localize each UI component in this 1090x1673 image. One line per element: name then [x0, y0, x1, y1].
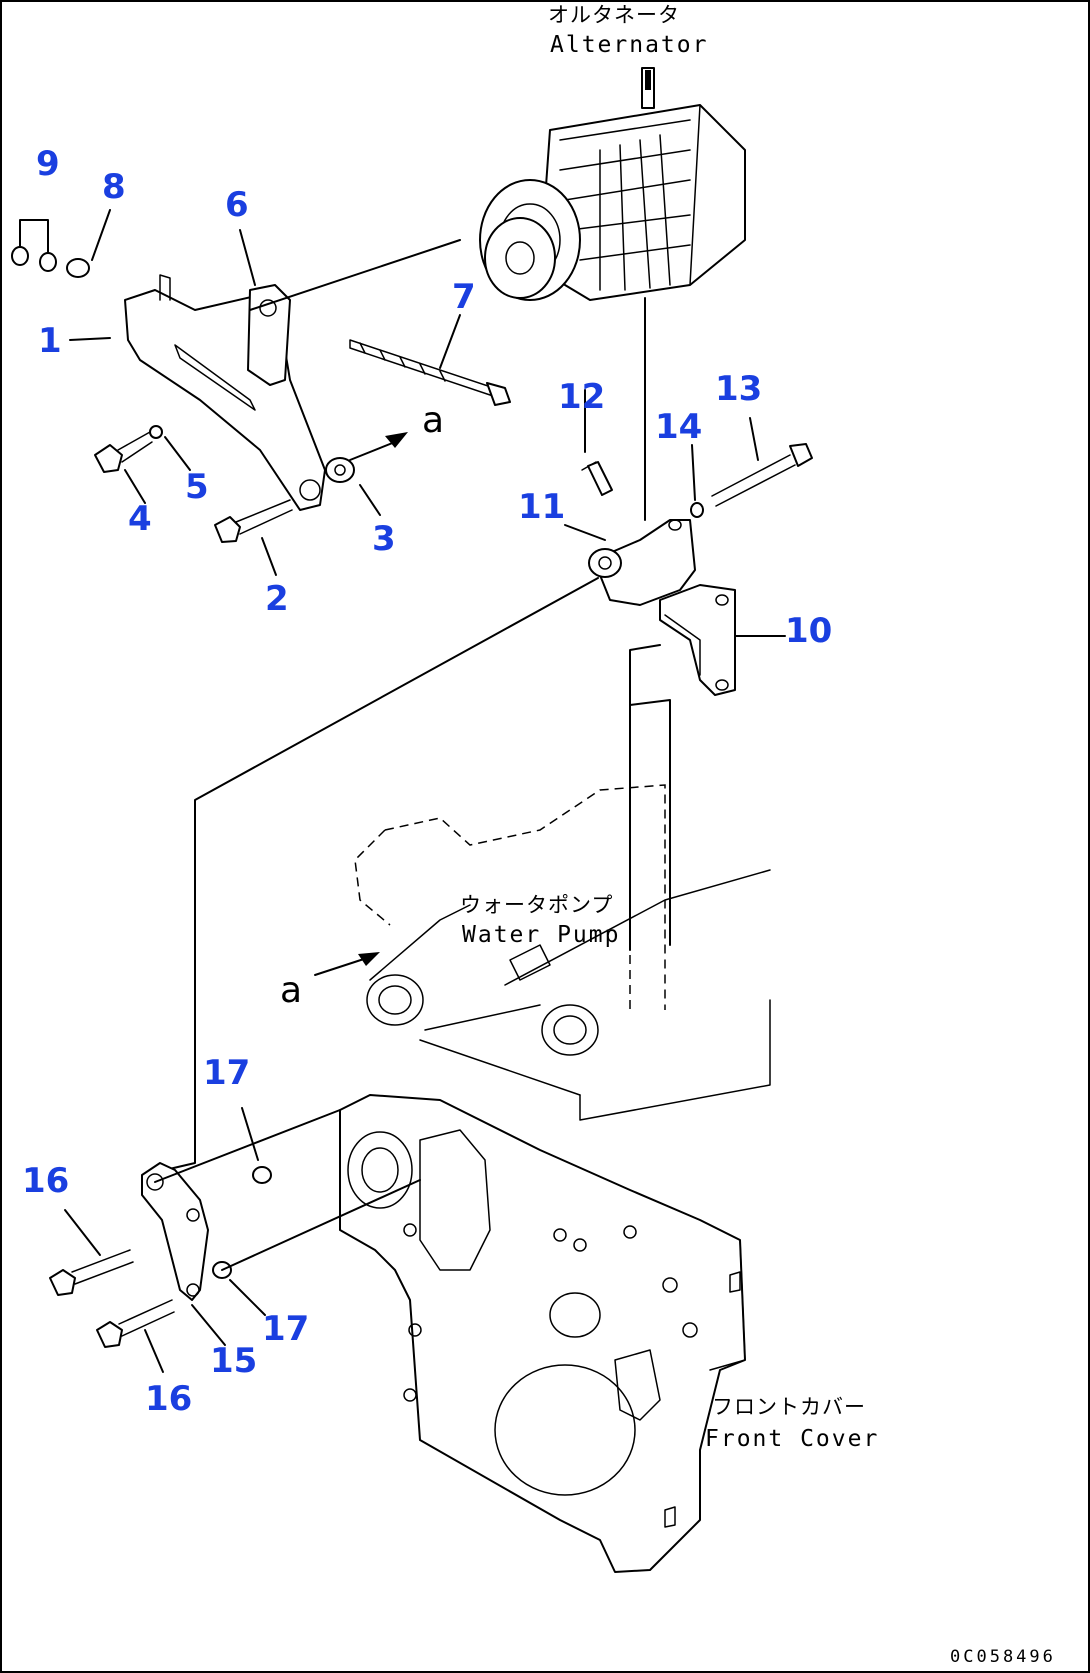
leader-3 [359, 484, 381, 516]
callout-2[interactable]: 2 [265, 579, 289, 619]
callout-10[interactable]: 10 [785, 611, 832, 651]
callout-6[interactable]: 6 [225, 185, 249, 225]
water-pump-label-jp: ウォータポンプ [460, 893, 613, 917]
callout-3[interactable]: 3 [372, 519, 396, 559]
leader-8 [91, 209, 111, 261]
alternator-label-en: Alternator [550, 32, 708, 58]
leader-11 [564, 524, 606, 541]
callout-4[interactable]: 4 [128, 499, 152, 539]
callout-13[interactable]: 13 [715, 369, 762, 409]
lower-bracket-drawing [49, 1162, 272, 1348]
leader-16b [144, 1329, 164, 1373]
callout-17-top[interactable]: 17 [203, 1053, 250, 1093]
callout-17-bottom[interactable]: 17 [262, 1309, 309, 1349]
callout-7[interactable]: 7 [452, 277, 476, 317]
alternator-drawing [479, 67, 746, 301]
leader-17a [241, 1107, 259, 1161]
leader-6 [239, 229, 256, 286]
leader-7 [439, 314, 461, 369]
alternator-label-jp: オルタネータ [548, 3, 680, 27]
leader-5 [164, 436, 191, 471]
leader-16a [64, 1209, 101, 1256]
callout-15[interactable]: 15 [210, 1341, 257, 1381]
ref-a-bottom: a [280, 970, 302, 1011]
callout-14[interactable]: 14 [655, 407, 702, 447]
ref-a-arrow-bottom [314, 956, 371, 976]
callout-5[interactable]: 5 [185, 467, 209, 507]
callout-11[interactable]: 11 [518, 487, 565, 527]
callout-1[interactable]: 1 [38, 321, 62, 361]
front-cover-label-jp: フロントカバー [712, 1395, 866, 1419]
ref-a-top: a [422, 400, 444, 441]
bracket-drawing [11, 219, 511, 543]
drawing-code: 0C058496 [950, 1647, 1056, 1667]
callout-9[interactable]: 9 [36, 144, 60, 184]
callout-8[interactable]: 8 [102, 167, 126, 207]
water-pump-label-en: Water Pump [462, 922, 620, 948]
adjust-bracket-drawing [581, 443, 813, 696]
leader-1 [69, 337, 111, 341]
route-line-17 [154, 1109, 341, 1183]
alt-leader-1 [249, 239, 461, 311]
callout-16-bottom[interactable]: 16 [145, 1379, 192, 1419]
front-cover-label-en: Front Cover [705, 1426, 879, 1452]
callouts: 1 2 3 4 5 6 7 8 9 10 11 12 13 14 15 16 1… [22, 144, 832, 1419]
leader-15 [191, 1304, 226, 1346]
route-line-17b [221, 1179, 421, 1271]
leader-14 [691, 444, 696, 501]
callout-12[interactable]: 12 [558, 377, 605, 417]
front-cover-drawing [339, 1094, 746, 1573]
water-pump-drawing [354, 784, 771, 1121]
leader-2 [261, 537, 277, 576]
route-line-left [164, 577, 599, 1171]
leader-17b [229, 1279, 266, 1316]
leader-4 [124, 469, 146, 504]
leader-13 [749, 417, 759, 461]
callout-16-top[interactable]: 16 [22, 1161, 69, 1201]
route-line-right-2 [629, 699, 671, 946]
